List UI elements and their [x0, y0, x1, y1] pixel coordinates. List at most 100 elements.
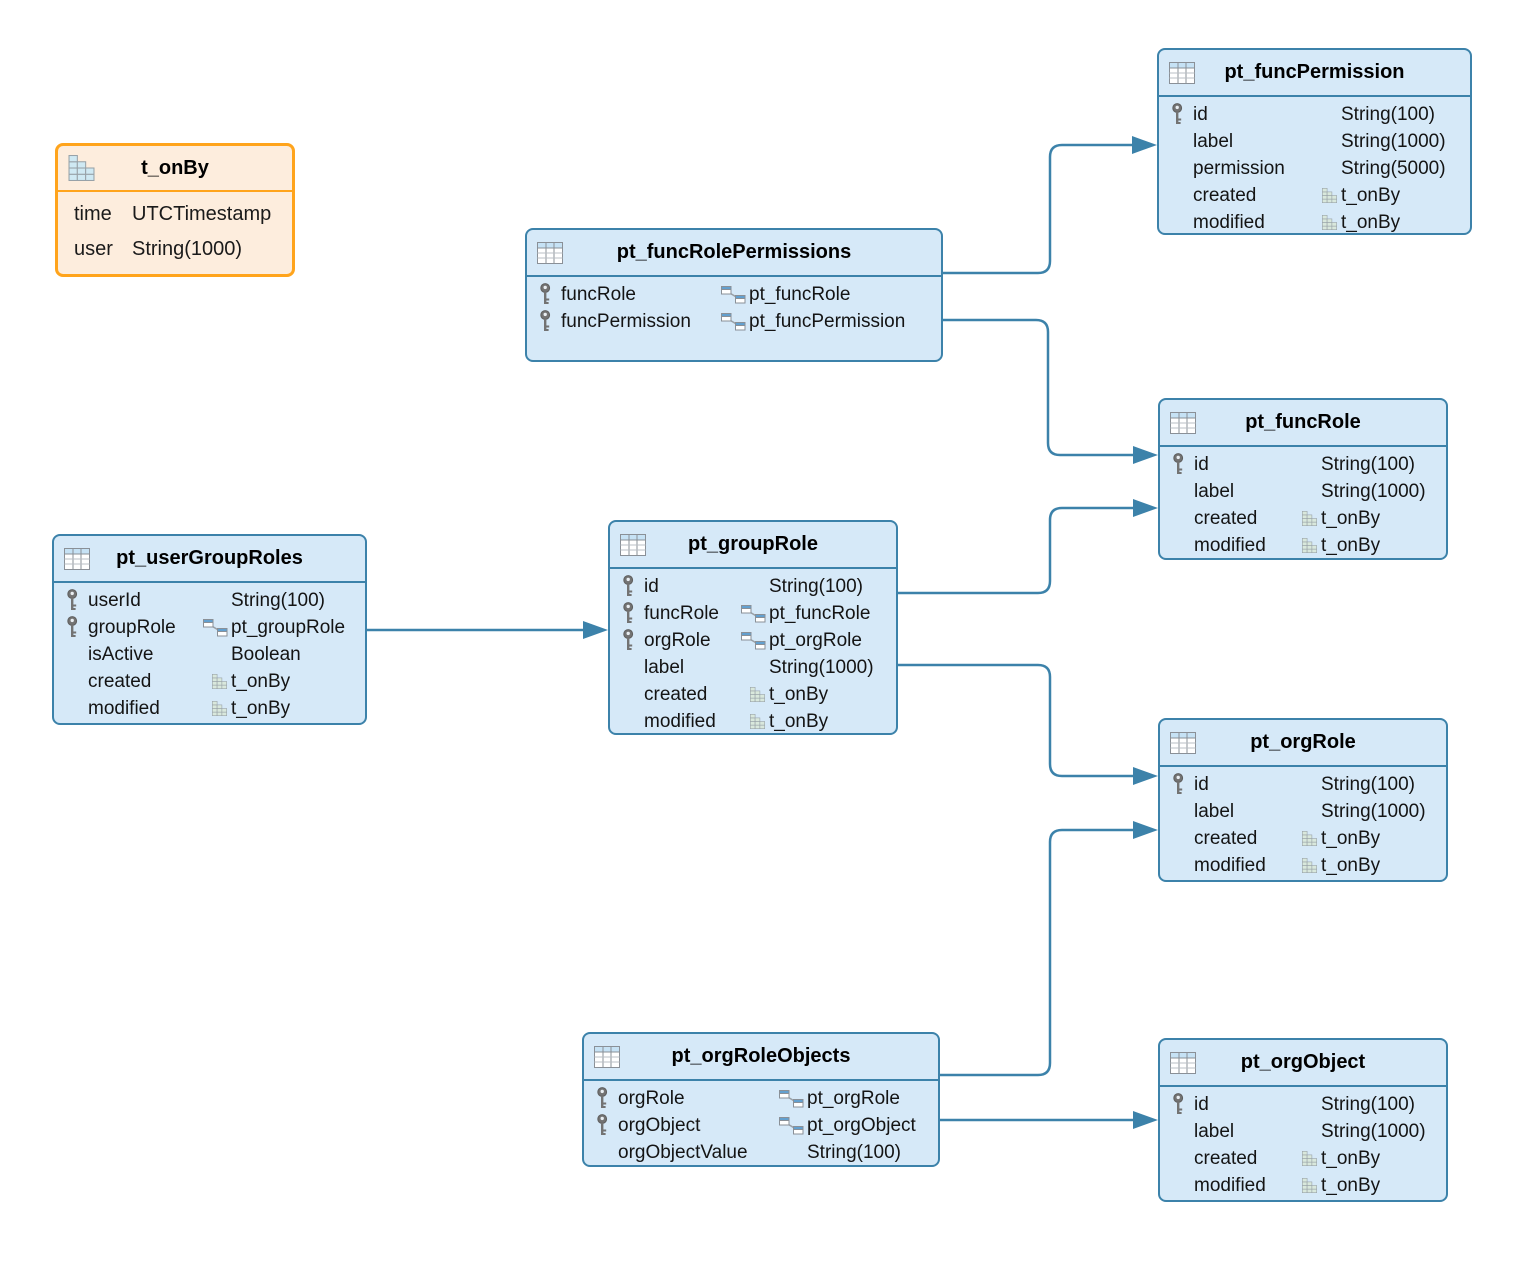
field-type: t_onBy: [1321, 854, 1381, 876]
key-icon: [1172, 453, 1194, 476]
field-name: groupRole: [88, 616, 176, 638]
onby-icon: [1291, 1151, 1321, 1166]
field-type: String(100): [1341, 103, 1435, 125]
field-type: pt_orgObject: [807, 1114, 916, 1136]
field-type: String(100): [1321, 453, 1415, 475]
key-icon: [622, 602, 644, 625]
table-header: pt_orgObject: [1160, 1040, 1446, 1085]
field-type: UTCTimestamp: [132, 203, 272, 225]
connector-funcRolePermissions-to-funcPermission[interactable]: [943, 143, 1135, 275]
field-name: funcRole: [644, 602, 719, 624]
field-name: created: [1193, 184, 1257, 206]
table-pt_funcRolePermissions[interactable]: pt_funcRolePermissions funcRole pt_funcRo…: [525, 228, 943, 362]
key-icon: [1171, 103, 1193, 126]
header-divider: [1160, 765, 1446, 767]
onby-icon: [201, 674, 231, 689]
table-header: t_onBy: [58, 146, 292, 190]
header-divider: [1160, 445, 1446, 447]
field-type: String(1000): [1321, 1120, 1426, 1142]
grid-table-icon: [1170, 731, 1196, 754]
field-type: String(1000): [132, 238, 243, 260]
field-type: pt_orgRole: [769, 629, 862, 651]
table-title: pt_orgObject: [1240, 1051, 1366, 1073]
connector-groupRole-to-orgRole[interactable]: [898, 663, 1136, 778]
fk-icon: [719, 285, 749, 304]
field-row: label String(1000): [1160, 478, 1446, 505]
field-type: t_onBy: [769, 710, 829, 732]
field-row: label String(1000): [1160, 1118, 1446, 1145]
arrowhead-userGroupRoles-to-groupRole: [583, 621, 608, 639]
table-header: pt_userGroupRoles: [54, 536, 365, 581]
connector-funcRolePermissions-to-funcRole[interactable]: [943, 318, 1136, 457]
onby-icon: [1291, 831, 1321, 846]
key-icon: [622, 629, 644, 652]
field-name: isActive: [88, 643, 154, 665]
field-name: label: [1194, 1120, 1235, 1142]
table-header: pt_orgRole: [1160, 720, 1446, 765]
field-type: t_onBy: [1341, 184, 1401, 206]
table-title: pt_funcRolePermissions: [616, 241, 852, 263]
field-type: String(1000): [1321, 800, 1426, 822]
field-type: pt_funcRole: [749, 283, 851, 305]
field-type: t_onBy: [1341, 211, 1401, 233]
field-row: created t_onBy: [1159, 182, 1470, 209]
field-name: created: [1194, 507, 1258, 529]
table-title: pt_funcPermission: [1224, 61, 1405, 83]
onby-icon: [1291, 1178, 1321, 1193]
fk-icon: [201, 618, 231, 637]
grid-table-icon: [1170, 1051, 1196, 1074]
onby-icon: [1291, 511, 1321, 526]
connector-orgRoleObjects-to-orgRole[interactable]: [940, 828, 1136, 1077]
key-icon: [539, 310, 561, 333]
field-type: String(5000): [1341, 157, 1446, 179]
arrowhead-groupRole-to-funcRole: [1133, 499, 1158, 517]
field-name: modified: [88, 697, 160, 719]
field-name: funcRole: [561, 283, 636, 305]
table-title: pt_orgRoleObjects: [671, 1045, 851, 1067]
key-icon: [1172, 773, 1194, 796]
header-divider: [610, 567, 896, 569]
field-name: orgObjectValue: [618, 1141, 748, 1163]
field-type: Boolean: [231, 643, 301, 665]
fk-icon: [739, 631, 769, 650]
connector-groupRole-to-funcRole[interactable]: [898, 506, 1136, 595]
fk-icon: [777, 1116, 807, 1135]
field-row: orgObjectValue String(100): [584, 1139, 938, 1166]
field-type: t_onBy: [1321, 534, 1381, 556]
grid-table-icon: [64, 547, 90, 570]
field-type: String(1000): [1321, 480, 1426, 502]
field-name: label: [1194, 480, 1235, 502]
field-type: String(100): [769, 575, 863, 597]
field-type: String(100): [807, 1141, 901, 1163]
field-name: modified: [1193, 211, 1265, 233]
field-type: t_onBy: [1321, 1147, 1381, 1169]
